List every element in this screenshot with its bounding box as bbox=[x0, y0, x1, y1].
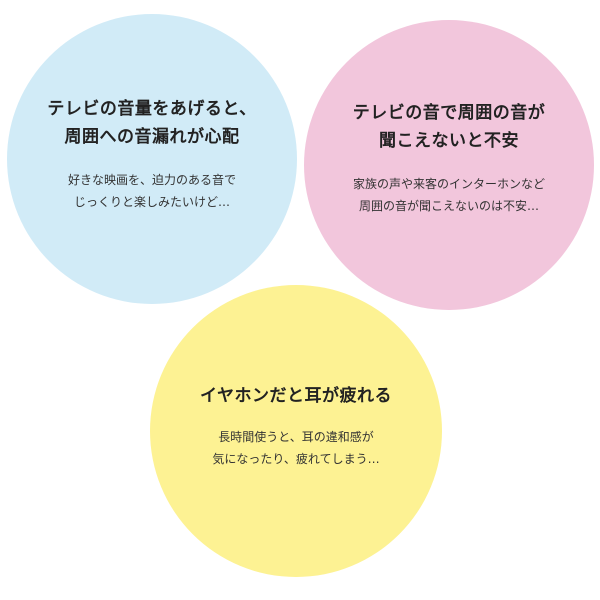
bubble-description: 長時間使うと、耳の違和感が 気になったり、疲れてしまう… bbox=[212, 426, 379, 470]
bubble-title-line: テレビの音で周囲の音が bbox=[352, 103, 546, 123]
bubble-title: テレビの音量をあげると、 周囲への音漏れが心配 bbox=[47, 95, 256, 151]
concern-bubble-volume-leak: テレビの音量をあげると、 周囲への音漏れが心配 好きな映画を、迫力のある音で じ… bbox=[7, 14, 297, 304]
bubble-desc-line: 気になったり、疲れてしまう… bbox=[212, 452, 380, 466]
bubble-title-line: 聞こえないと不安 bbox=[379, 131, 519, 151]
bubble-title: イヤホンだと耳が疲れる bbox=[200, 382, 392, 410]
bubble-desc-line: 家族の声や来客のインターホンなど bbox=[352, 177, 545, 191]
bubble-description: 家族の声や来客のインターホンなど 周囲の音が聞こえないのは不安… bbox=[353, 173, 545, 217]
concern-bubble-earphone-fatigue: イヤホンだと耳が疲れる 長時間使うと、耳の違和感が 気になったり、疲れてしまう… bbox=[150, 285, 442, 577]
bubble-desc-line: 長時間使うと、耳の違和感が bbox=[218, 430, 374, 444]
bubble-desc-line: 周囲の音が聞こえないのは不安… bbox=[358, 199, 539, 213]
bubble-title: テレビの音で周囲の音が 聞こえないと不安 bbox=[353, 99, 546, 155]
concern-bubble-surrounding-sound: テレビの音で周囲の音が 聞こえないと不安 家族の声や来客のインターホンなど 周囲… bbox=[304, 20, 594, 310]
bubble-title-line: 周囲への音漏れが心配 bbox=[64, 127, 240, 147]
bubble-desc-line: じっくりと楽しみたいけど… bbox=[73, 195, 230, 209]
bubble-title-line: イヤホンだと耳が疲れる bbox=[200, 386, 392, 406]
bubble-description: 好きな映画を、迫力のある音で じっくりと楽しみたいけど… bbox=[68, 169, 236, 213]
bubble-title-line: テレビの音量をあげると、 bbox=[47, 99, 257, 119]
bubble-desc-line: 好きな映画を、迫力のある音で bbox=[67, 173, 236, 187]
